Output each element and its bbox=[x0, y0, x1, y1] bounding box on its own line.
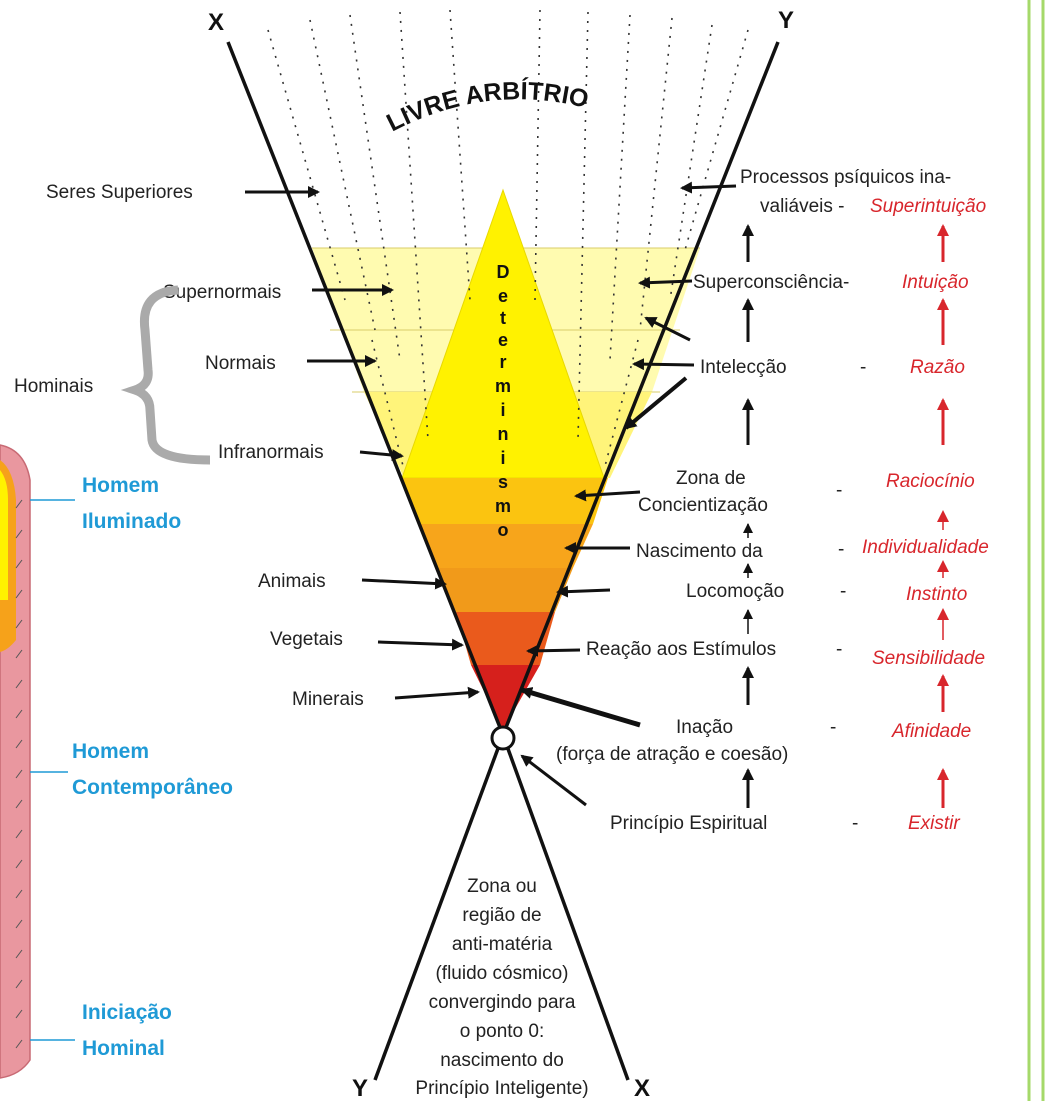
faculty-existir: Existir bbox=[908, 813, 960, 834]
label-homem-iluminado-2: Iluminado bbox=[82, 510, 181, 533]
svg-text:s: s bbox=[498, 472, 508, 492]
point-zero bbox=[490, 725, 516, 751]
svg-text:i: i bbox=[500, 400, 505, 420]
dash-inteleccao: - bbox=[860, 357, 866, 378]
label-normais: Normais bbox=[205, 353, 276, 374]
axis-y-top: Y bbox=[778, 7, 794, 34]
label-homem-iluminado-1: Homem bbox=[82, 474, 159, 497]
faculty-instinto: Instinto bbox=[906, 584, 967, 605]
axis-lines bbox=[226, 41, 780, 1081]
hominais-brace bbox=[120, 285, 211, 465]
dash-locomocao: - bbox=[840, 581, 846, 602]
center-word-determinismo: D e t e r m i n i s m o bbox=[495, 262, 511, 540]
label-hominais: Hominais bbox=[14, 376, 93, 397]
faculty-superintuicao: Superintuição bbox=[870, 196, 986, 217]
faculty-raciocinio: Raciocínio bbox=[886, 471, 975, 492]
axis-y-bottom: Y bbox=[352, 1075, 368, 1101]
page-border bbox=[1026, 0, 1046, 1101]
svg-text:nascimento do: nascimento do bbox=[440, 1050, 564, 1071]
axis-x-bottom: X bbox=[634, 1075, 650, 1101]
svg-text:região de: região de bbox=[462, 905, 541, 926]
svg-text:e: e bbox=[498, 286, 508, 306]
label-iniciacao-2: Hominal bbox=[82, 1037, 165, 1060]
antimatter-text: Zona ou região de anti-matéria (fluido c… bbox=[415, 876, 588, 1099]
svg-text:m: m bbox=[495, 496, 511, 516]
label-seres-superiores: Seres Superiores bbox=[46, 182, 193, 203]
svg-text:o ponto 0:: o ponto 0: bbox=[460, 1021, 545, 1042]
label-animais: Animais bbox=[258, 571, 326, 592]
label-supernormais: Supernormais bbox=[163, 282, 281, 303]
svg-text:i: i bbox=[500, 448, 505, 468]
faculty-individualidade: Individualidade bbox=[862, 537, 989, 558]
label-reacao: Reação aos Estímulos bbox=[586, 639, 776, 660]
label-infranormais: Infranormais bbox=[218, 442, 324, 463]
svg-text:D: D bbox=[497, 262, 510, 282]
svg-text:m: m bbox=[495, 376, 511, 396]
svg-text:e: e bbox=[498, 330, 508, 350]
label-vegetais: Vegetais bbox=[270, 629, 343, 650]
label-processos-2: valiáveis - bbox=[760, 196, 844, 217]
faculty-afinidade: Afinidade bbox=[891, 721, 971, 742]
band-minerais bbox=[471, 665, 540, 730]
svg-text:convergindo para: convergindo para bbox=[429, 992, 576, 1013]
band-individualidade bbox=[418, 524, 593, 568]
faculty-intuicao: Intuição bbox=[902, 272, 969, 293]
dash-principio: - bbox=[852, 813, 858, 834]
dash-zona: - bbox=[836, 480, 842, 501]
evolution-column bbox=[0, 444, 75, 1079]
faculty-razao: Razão bbox=[910, 357, 965, 378]
label-principio: Princípio Espiritual bbox=[610, 813, 767, 834]
band-concientizacao bbox=[402, 478, 608, 524]
title-livre-arbitrio: LIVRE ARBÍTRIO bbox=[382, 76, 591, 137]
dash-nascimento: - bbox=[838, 539, 844, 560]
svg-text:t: t bbox=[500, 308, 506, 328]
label-inteleccao: Intelecção bbox=[700, 357, 787, 378]
dash-reacao: - bbox=[836, 639, 842, 660]
svg-text:n: n bbox=[498, 424, 509, 444]
svg-text:Zona ou: Zona ou bbox=[467, 876, 537, 897]
svg-text:(fluido cósmico): (fluido cósmico) bbox=[435, 963, 568, 984]
label-superconsciencia: Superconsciência- bbox=[693, 272, 849, 293]
label-zona-2: Concientização bbox=[638, 495, 768, 516]
label-iniciacao-1: Iniciação bbox=[82, 1001, 172, 1024]
label-zona-1: Zona de bbox=[676, 468, 746, 489]
svg-text:r: r bbox=[499, 352, 506, 372]
svg-text:anti-matéria: anti-matéria bbox=[452, 934, 553, 955]
faculty-sensibilidade: Sensibilidade bbox=[872, 648, 985, 669]
label-homem-contemporaneo-1: Homem bbox=[72, 740, 149, 763]
dash-inacao: - bbox=[830, 717, 836, 738]
label-homem-contemporaneo-2: Contemporâneo bbox=[72, 776, 233, 799]
axis-x-top: X bbox=[208, 9, 224, 36]
label-nascimento: Nascimento da bbox=[636, 541, 763, 562]
label-processos-1: Processos psíquicos ina- bbox=[740, 167, 951, 188]
svg-text:o: o bbox=[498, 520, 509, 540]
label-minerais: Minerais bbox=[292, 689, 364, 710]
label-inacao-1: Inação bbox=[676, 717, 733, 738]
label-inacao-2: (força de atração e coesão) bbox=[556, 744, 788, 765]
svg-text:Princípio Inteligente): Princípio Inteligente) bbox=[415, 1078, 588, 1099]
label-locomocao: Locomoção bbox=[686, 581, 784, 602]
band-animais bbox=[438, 568, 573, 612]
